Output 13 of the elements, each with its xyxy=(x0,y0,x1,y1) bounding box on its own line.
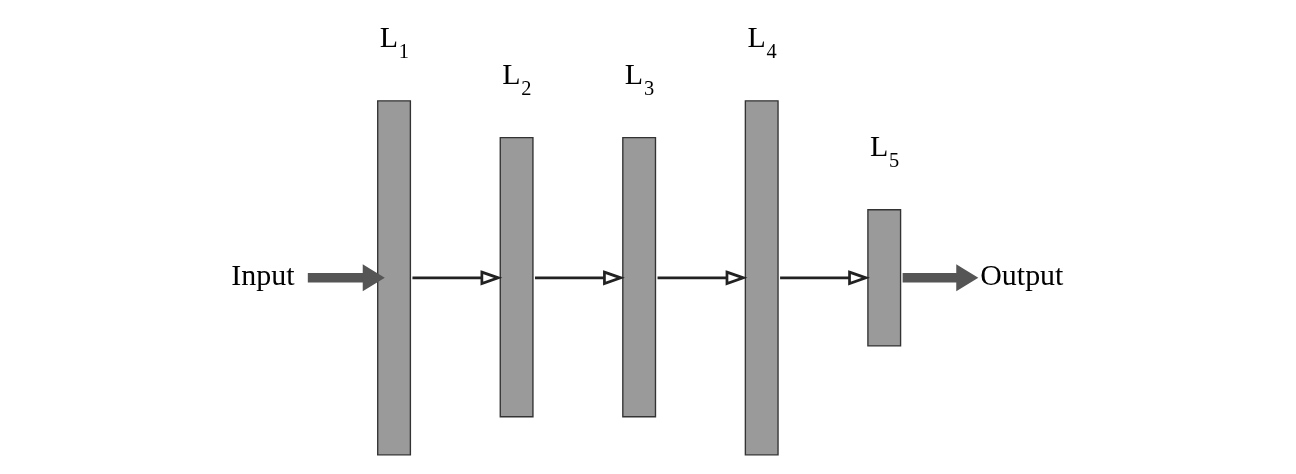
node-text: Output xyxy=(980,258,1064,292)
arrow xyxy=(657,270,748,286)
node-label: L$_{4}$ xyxy=(747,20,777,63)
node-label: L$_{5}$ xyxy=(869,129,900,172)
node-label: L$_{1}$ xyxy=(379,20,410,63)
arrow xyxy=(535,270,625,286)
arrow xyxy=(307,264,385,292)
node-label: L$_{2}$ xyxy=(502,56,532,99)
arrow xyxy=(902,264,979,292)
arrow xyxy=(412,270,503,286)
arrow xyxy=(780,270,870,286)
node-label: L$_{3}$ xyxy=(624,56,655,99)
node-text: Input xyxy=(231,258,295,292)
